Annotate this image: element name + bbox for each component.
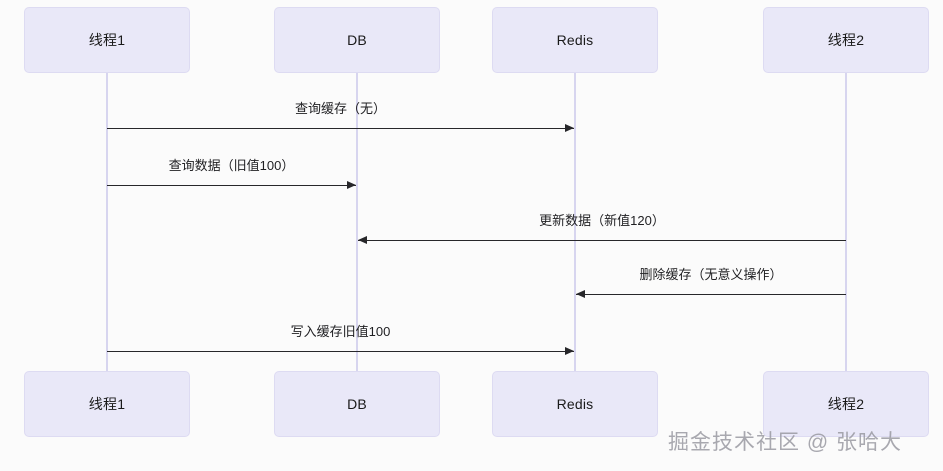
participant-header-thread1[interactable]: 线程1 [24,7,190,73]
participant-label: 线程1 [88,32,126,48]
message-label: 删除缓存（无意义操作） [639,267,783,282]
watermark: 掘金技术社区 @ 张哈大 [668,431,902,454]
participant-label: Redis [556,32,594,48]
lifeline-thread2 [845,73,847,371]
arrow-head-icon [565,124,574,132]
participant-label: DB [347,32,367,48]
participant-label: Redis [556,396,594,412]
message-label: 查询数据（旧值100） [168,158,295,173]
participant-footer-db[interactable]: DB [274,371,440,437]
arrow-head-icon [358,236,367,244]
participant-header-redis[interactable]: Redis [492,7,658,73]
message-line [107,128,574,129]
message-line [576,294,846,295]
lifeline-thread1 [106,73,108,371]
participant-label: DB [347,396,367,412]
participant-header-thread2[interactable]: 线程2 [763,7,929,73]
arrow-head-icon [347,181,356,189]
participant-label: 线程2 [827,396,865,412]
lifeline-redis [574,73,576,371]
participant-footer-thread2[interactable]: 线程2 [763,371,929,437]
message-line [358,240,846,241]
message-label: 查询缓存（无） [294,101,387,116]
message-label: 写入缓存旧值100 [290,324,391,339]
lifeline-db [356,73,358,371]
participant-label: 线程1 [88,396,126,412]
message-line [107,351,574,352]
message-line [107,185,356,186]
participant-header-db[interactable]: DB [274,7,440,73]
participant-footer-redis[interactable]: Redis [492,371,658,437]
arrow-head-icon [565,347,574,355]
message-label: 更新数据（新值120） [539,213,665,228]
arrow-head-icon [576,290,585,298]
participant-label: 线程2 [827,32,865,48]
participant-footer-thread1[interactable]: 线程1 [24,371,190,437]
